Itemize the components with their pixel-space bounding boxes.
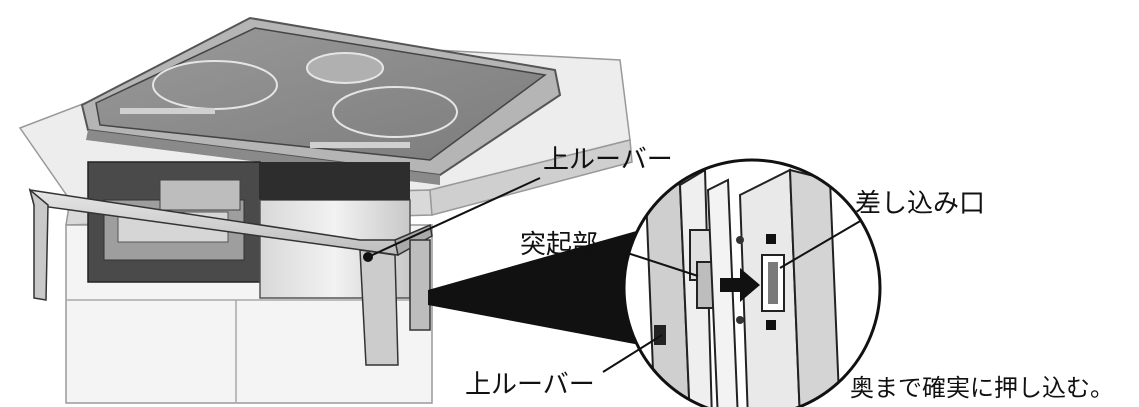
label-upper-louver-bottom: 上ルーバー: [465, 370, 595, 400]
label-insertion-slot: 差し込み口: [855, 189, 986, 219]
leader-upper-louver-bottom: [602, 334, 663, 373]
magnified-detail: [622, 158, 882, 407]
leader-insertion-slot: [779, 219, 863, 269]
label-protrusion: 突起部: [520, 230, 599, 260]
label-upper-louver-top: 上ルーバー: [543, 145, 673, 175]
instruction-text: 奥まで確実に押し込む。: [850, 374, 1114, 402]
push-arrow: [720, 268, 760, 302]
leader-upper-louver-top: [367, 177, 541, 258]
leader-protrusion: [611, 247, 699, 277]
zoom-cone: [428, 230, 640, 345]
ih-cooktop: [80, 16, 562, 185]
upper-louver-bar: [28, 187, 433, 366]
leader-lines: [367, 177, 863, 373]
